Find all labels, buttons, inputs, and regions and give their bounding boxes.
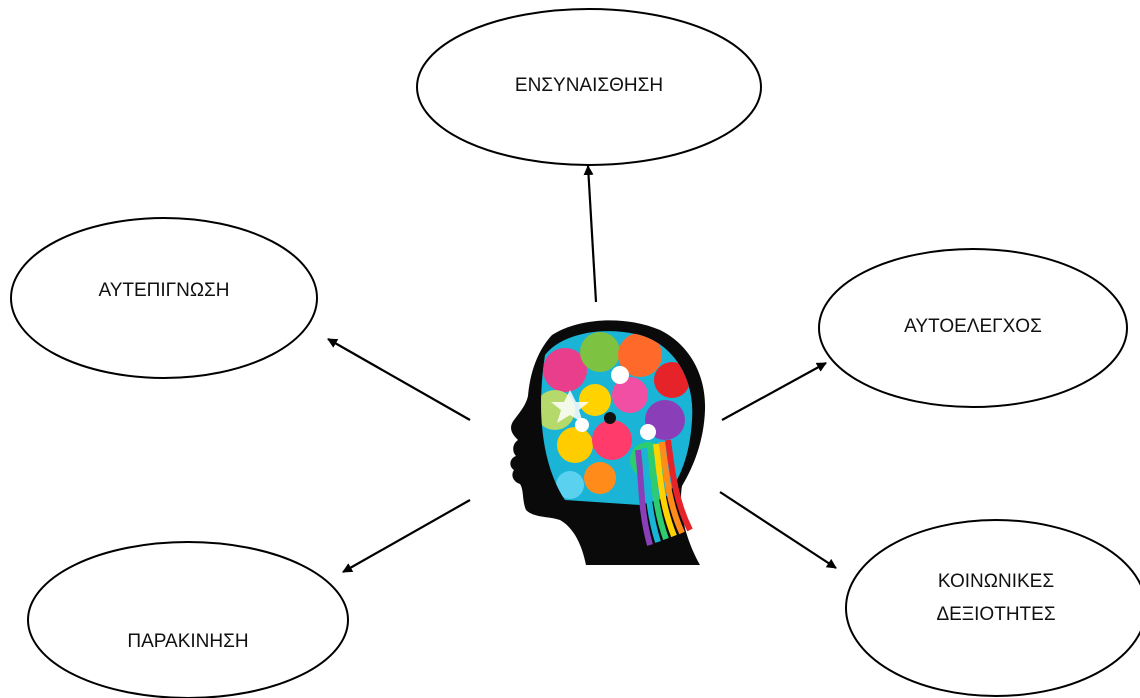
node-motivation: ΠΑΡΑΚΙΝΗΣΗ [27,541,349,698]
node-label: ΠΑΡΑΚΙΝΗΣΗ [127,631,248,652]
node-label: ΕΝΣΥΝΑΙΣΘΗΣΗ [515,75,663,96]
node-ellipse [416,8,762,166]
node-ellipse [10,217,318,379]
edges [327,165,837,573]
node-label: ΔΕΞΙΟΤΗΤΕΣ [936,604,1055,625]
head-illustration [510,320,706,565]
node-self-control: ΑΥΤΟΕΛΕΓΧΟΣ [818,248,1128,408]
node-empathy: ΕΝΣΥΝΑΙΣΘΗΣΗ [416,8,762,166]
arrow-to-empathy [583,165,598,303]
node-label: ΑΥΤΕΠΙΓΝΩΣΗ [98,280,229,301]
rainbow-band [665,439,693,532]
node-self-awareness: ΑΥΤΕΠΙΓΝΩΣΗ [10,217,318,379]
node-label: ΚΟΙΝΩΝΙΚΕΣ [938,571,1054,592]
arrow-to-social-skills [719,491,837,569]
node-ellipse [845,519,1140,697]
node-ellipse [818,248,1128,408]
node-social-skills: ΚΟΙΝΩΝΙΚΕΣ ΔΕΞΙΟΤΗΤΕΣ [845,519,1140,697]
node-ellipse [27,541,349,698]
arrow-to-self-control [721,362,827,421]
arrow-to-motivation [342,499,471,573]
arrow-to-self-awareness [327,338,471,421]
node-label: ΑΥΤΟΕΛΕΓΧΟΣ [904,316,1042,337]
